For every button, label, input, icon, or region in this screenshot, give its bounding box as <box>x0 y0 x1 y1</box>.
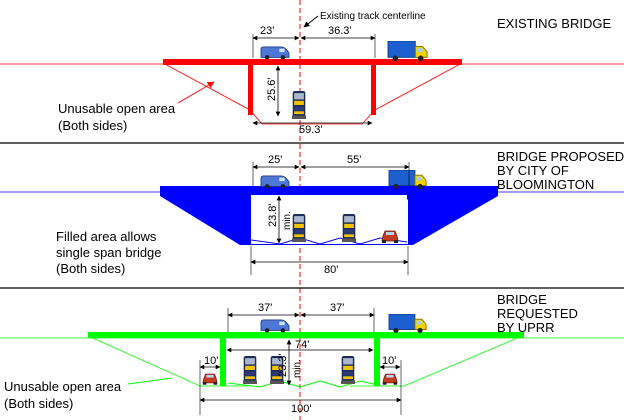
locomotive-icon <box>341 356 355 384</box>
note-leader-arrow <box>177 81 215 104</box>
truck-icon <box>387 41 428 61</box>
car-icon <box>382 373 398 385</box>
van-icon <box>260 319 290 333</box>
bridge-pier-left <box>220 338 226 386</box>
dim-label-left-span: 23' <box>260 25 274 37</box>
right-fill <box>408 188 498 245</box>
dim-label-right-span: 55' <box>347 154 361 166</box>
panel-title: BRIDGE PROPOSED <box>497 149 624 164</box>
panel-title: REQUESTED <box>497 306 578 321</box>
dim-label-clearance: 23.8' <box>267 203 279 227</box>
note-text: (Both sides) <box>4 396 73 411</box>
panel-uprr-request: BRIDGE REQUESTED BY UPRR 37' 37' 74' 23.… <box>0 292 624 415</box>
embankment-slope-right <box>350 335 523 387</box>
dim-label-width: 80' <box>324 264 338 276</box>
note-text: Unusable open area <box>58 101 176 116</box>
centerline-label: Existing track centerline <box>320 11 426 22</box>
dim-label-width: 59.3' <box>299 124 323 136</box>
panel-title: BY CITY OF <box>497 163 569 178</box>
dim-label-left-span: 25' <box>268 154 282 166</box>
dim-label-width: 100' <box>291 403 311 415</box>
centerline-callout: Existing track centerline <box>303 11 426 28</box>
panel-city-proposal: BRIDGE PROPOSED BY CITY OF BLOOMINGTON 2… <box>0 149 624 276</box>
dim-label-clearance: 23.3' <box>277 353 289 377</box>
dim-label-right-span: 37' <box>330 302 344 314</box>
van-icon <box>260 46 290 60</box>
bridge-deck <box>88 332 524 338</box>
locomotive-icon <box>243 356 257 384</box>
note-leader-arrow <box>127 377 173 385</box>
note-text: (Both sides) <box>58 118 127 133</box>
panel-existing-bridge: EXISTING BRIDGE 23' 36.3' 25.6' 59.3' Un… <box>0 16 624 136</box>
locomotive-icon <box>292 91 306 119</box>
left-fill <box>160 188 250 245</box>
bridge-pier-left <box>248 64 253 115</box>
dim-label-left-side: 10' <box>204 355 218 367</box>
dim-label-right-span: 36.3' <box>328 25 352 37</box>
panel-title: EXISTING BRIDGE <box>497 16 611 31</box>
embankment-slope-left <box>162 62 312 125</box>
track-bed <box>227 380 379 388</box>
panel-title: BRIDGE <box>497 292 547 307</box>
car-icon <box>202 373 218 385</box>
note-text: Unusable open area <box>4 379 122 394</box>
bridge-pier-right <box>374 338 380 386</box>
panel-title: BLOOMINGTON <box>497 177 594 192</box>
dim-label-clearance-note: min. <box>292 359 303 378</box>
truck-icon <box>388 314 427 333</box>
bridge-deck <box>160 186 498 195</box>
panel-title: BY UPRR <box>497 320 555 335</box>
note-text: Filled area allows <box>56 229 157 244</box>
van-icon <box>260 175 290 189</box>
locomotive-icon <box>342 214 356 242</box>
embankment-slope-right <box>312 62 463 125</box>
dim-label-right-side: 10' <box>382 355 396 367</box>
note-text: single span bridge <box>56 245 162 260</box>
dim-label-clearance: 25.6' <box>266 77 278 101</box>
track-bed <box>250 237 408 245</box>
dim-label-inner-width: 74' <box>295 339 309 351</box>
dim-label-left-span: 37' <box>258 302 272 314</box>
note-text: (Both sides) <box>56 261 125 276</box>
locomotive-icon <box>292 214 306 242</box>
dim-label-clearance-note: min. <box>282 211 293 230</box>
bridge-deck <box>163 59 462 65</box>
underpass-opening <box>251 195 407 244</box>
bridge-pier-right <box>371 64 376 115</box>
car-icon <box>381 230 399 243</box>
